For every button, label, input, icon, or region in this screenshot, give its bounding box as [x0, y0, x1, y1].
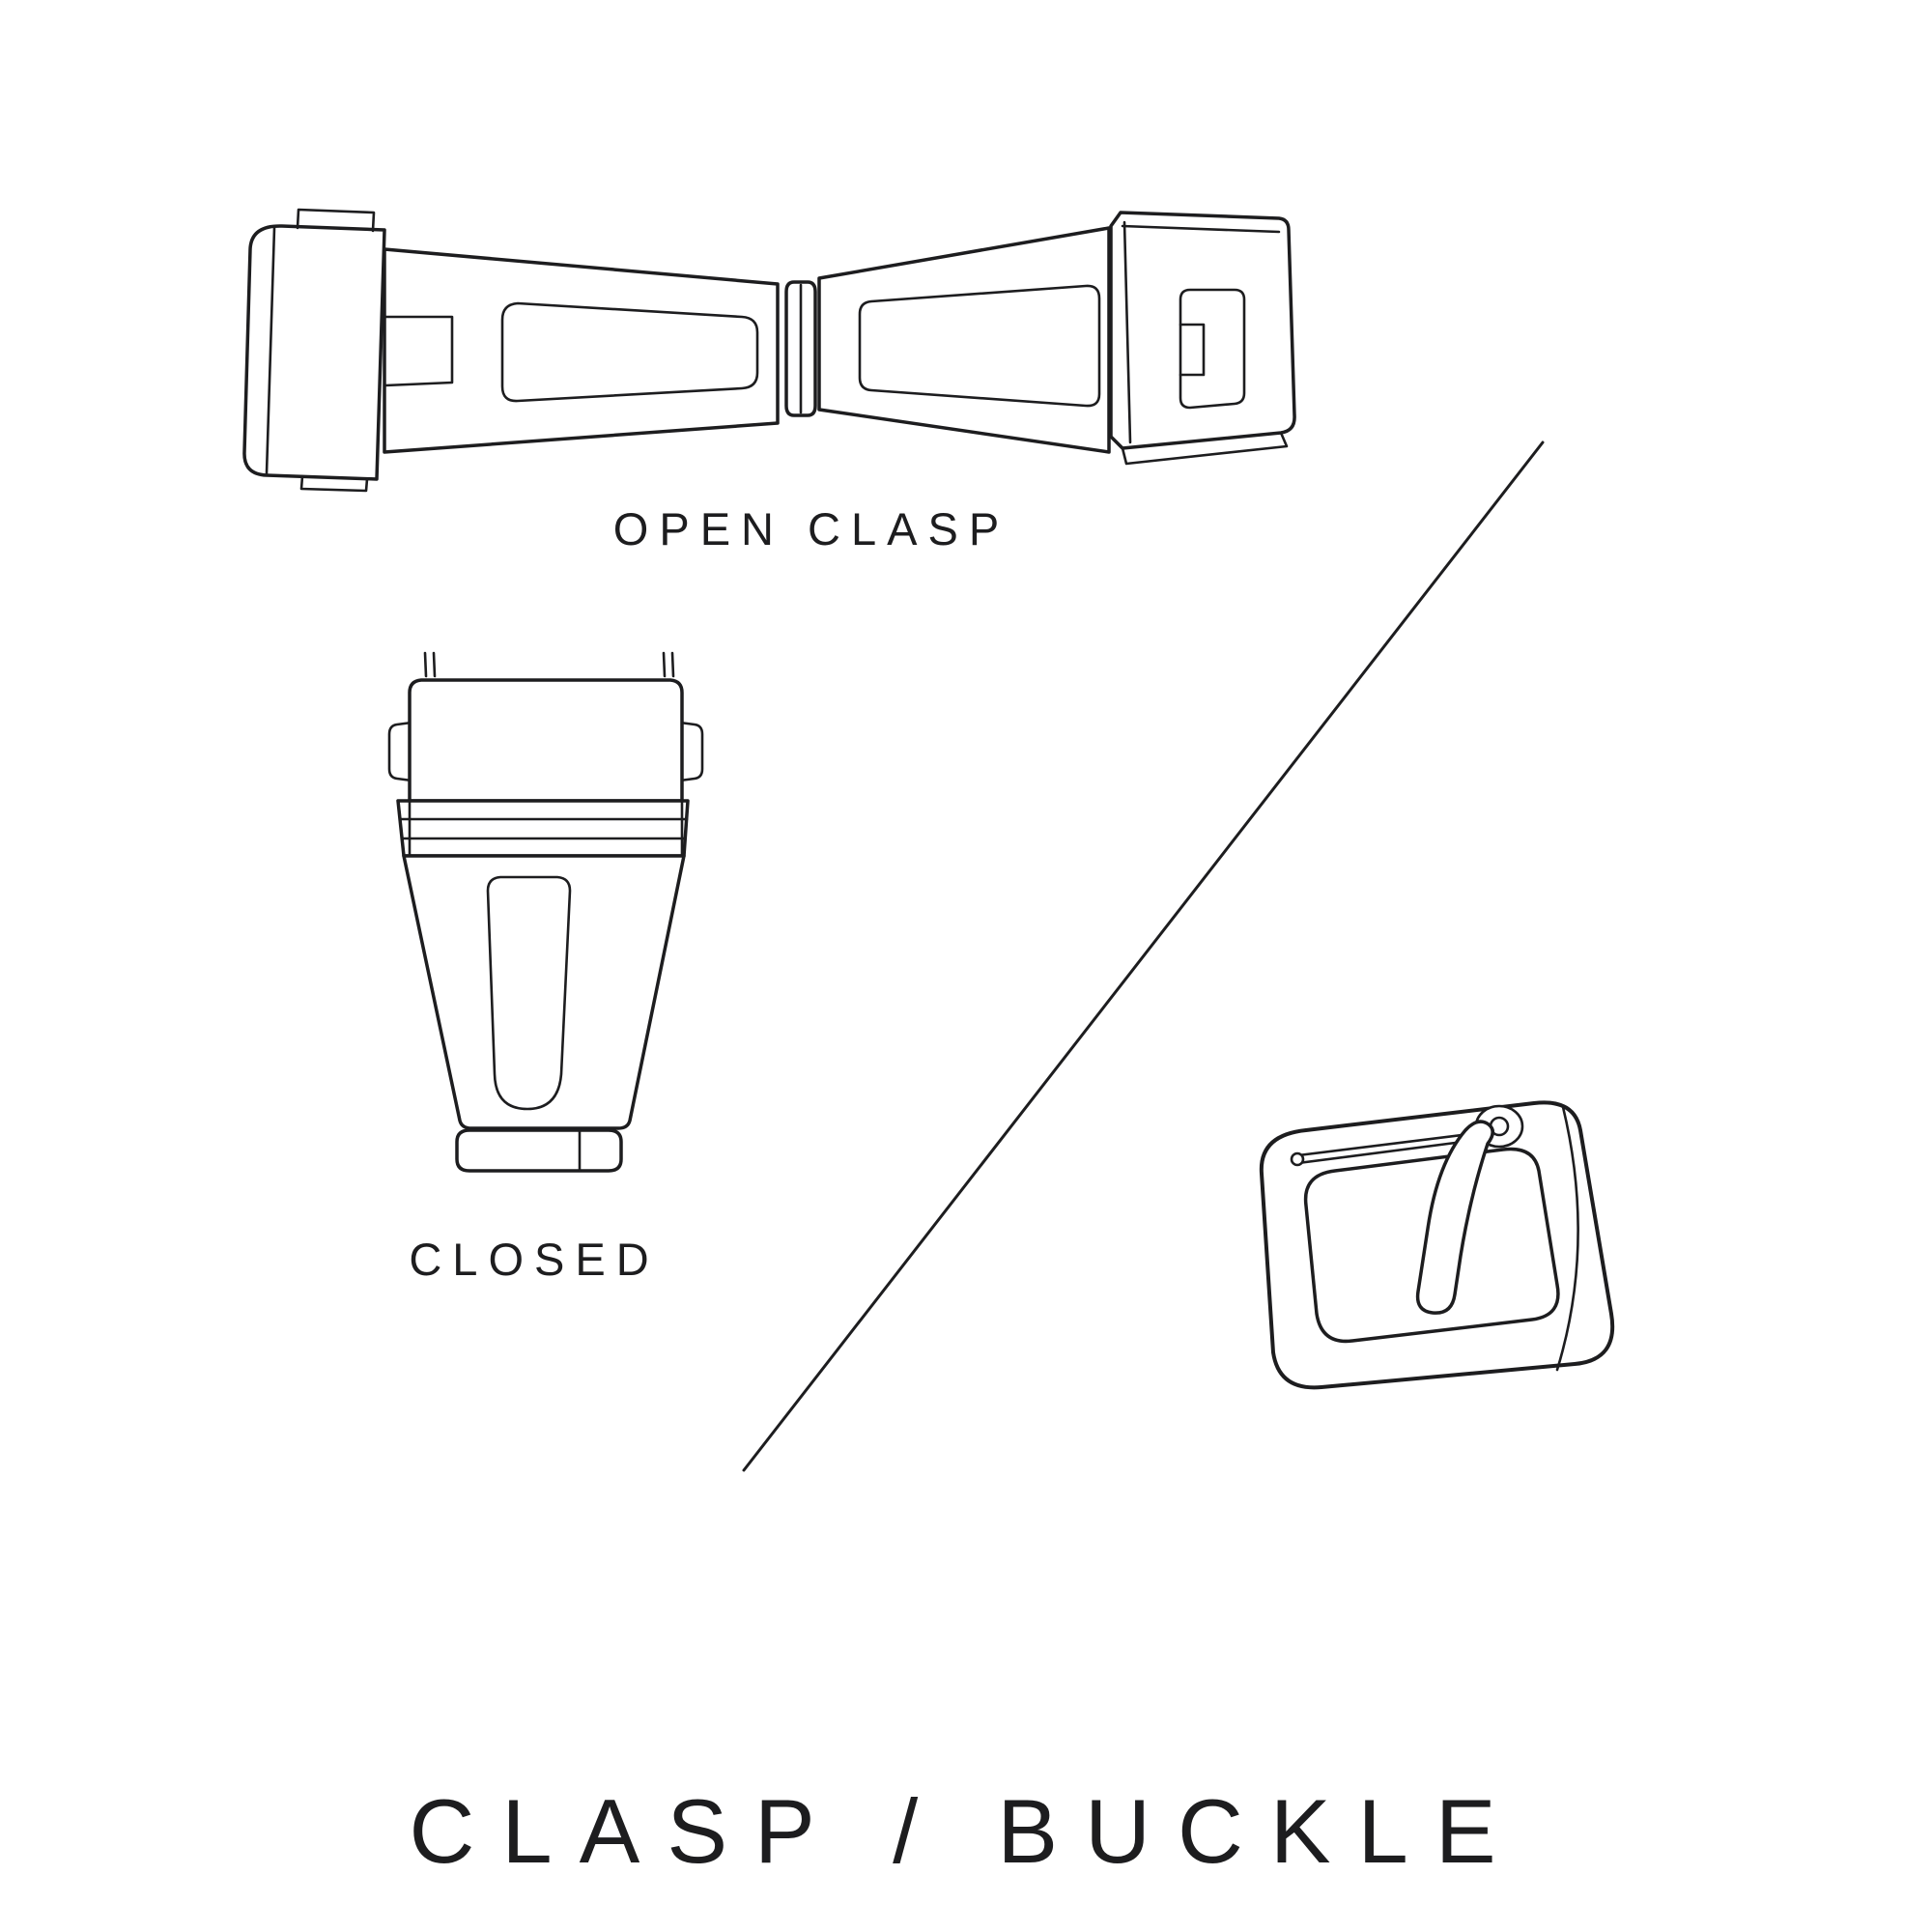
open-clasp-left-arm-inner-outline — [500, 301, 759, 403]
divider-line — [742, 440, 1545, 1472]
closed-clasp-body-slot — [486, 875, 572, 1111]
open-clasp-left-arm-notch — [384, 315, 454, 387]
page-title: CLASP / BUCKLE — [409, 1780, 1523, 1882]
open-clasp-catch-notch — [1179, 323, 1206, 377]
tang-buckle-illustration — [1259, 1100, 1615, 1390]
buckle-pin-head — [1290, 1151, 1305, 1167]
open-clasp-right-arm — [817, 226, 1111, 454]
closed-clasp-illustration — [387, 651, 704, 1173]
closed-clasp-right-prong — [662, 651, 675, 678]
buckle-side-thickness-line — [1555, 1105, 1579, 1372]
closed-clasp-left-ear — [387, 721, 413, 782]
closed-clasp-right-ear — [678, 721, 704, 782]
closed-clasp-body — [402, 854, 686, 1130]
closed-clasp-top-block — [408, 678, 684, 803]
open-clasp-catch — [1179, 288, 1246, 410]
open-clasp-right-plate-inner-line — [1122, 220, 1132, 444]
open-clasp-right-plate-top-lip — [1121, 224, 1281, 234]
open-clasp-left-link-top-tab — [296, 208, 376, 233]
open-clasp-illustration — [242, 208, 1296, 493]
open-clasp-left-link-fold-line — [265, 226, 276, 475]
closed-clasp-band — [396, 799, 690, 858]
closed-label: CLOSED — [409, 1234, 660, 1285]
open-clasp-left-arm — [383, 247, 780, 454]
open-clasp-left-link-bottom-tab — [299, 474, 369, 493]
buckle-tongue — [1415, 1120, 1494, 1315]
closed-clasp-bottom-bar — [455, 1128, 623, 1173]
buckle-pin-bar — [1296, 1130, 1488, 1165]
closed-clasp-left-prong — [423, 651, 437, 678]
open-clasp-right-arm-inner-outline — [858, 284, 1101, 408]
open-clasp-right-plate-bottom-lip — [1121, 431, 1289, 466]
open-clasp-left-end-link — [242, 224, 386, 481]
open-clasp-label: OPEN CLASP — [612, 503, 1010, 554]
